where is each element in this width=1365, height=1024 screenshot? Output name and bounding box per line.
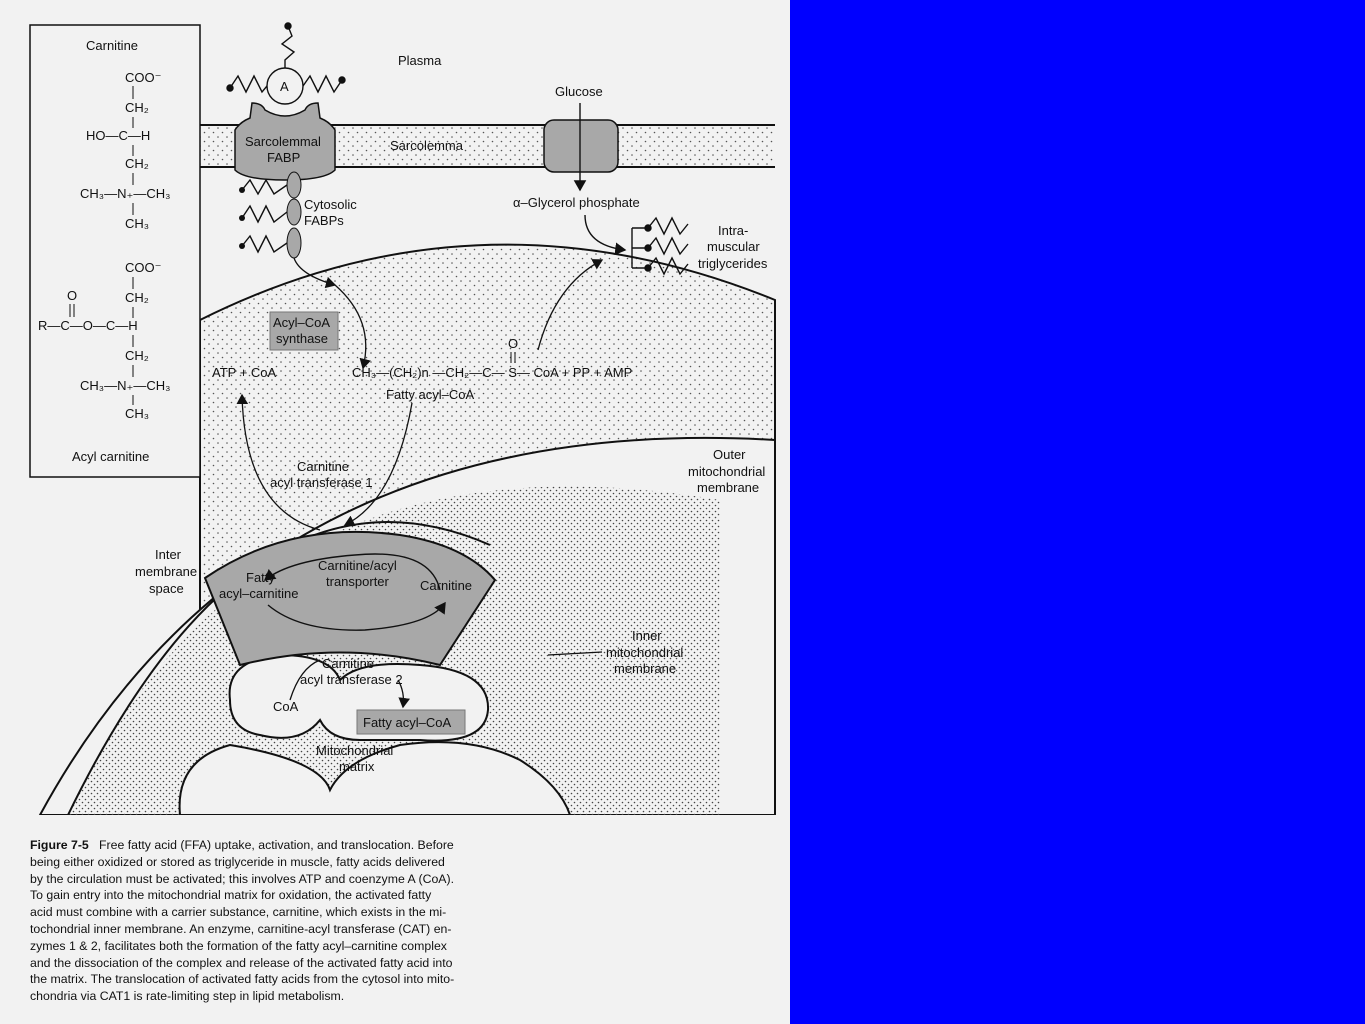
triglyceride-icon (631, 216, 689, 276)
triglycerides-line2: muscular (707, 239, 760, 254)
caption-line-3: To gain entry into the mitochondrial mat… (30, 888, 432, 903)
outer-membrane-line2: mitochondrial (688, 464, 765, 479)
inter-membrane-line2: membrane (135, 564, 197, 579)
acyl-ch2-a: CH₂ (125, 290, 149, 305)
cytosolic-fabps (239, 171, 302, 259)
textbook-page: Carnitine COO⁻ CH₂ HO—C—H CH₂ CH₃—N₊—CH₃… (0, 0, 790, 1024)
matrix-fatty-acyl-coa-label: Fatty acyl–CoA (363, 715, 451, 730)
inter-membrane-line3: space (149, 581, 184, 596)
outer-membrane-line3: membrane (697, 480, 759, 495)
caption-line-8: the matrix. The translocation of activat… (30, 972, 455, 987)
matrix-fatty-acyl-coa-box (356, 709, 466, 735)
acyl-n: CH₃—N₊—CH₃ (80, 378, 170, 393)
carnitine-ch2-a: CH₂ (125, 100, 149, 115)
inner-membrane-line2: mitochondrial (606, 645, 683, 660)
cat2-line2: acyl transferase 2 (300, 672, 403, 687)
sarcolemmal-fabp-line1: Sarcolemmal (245, 134, 321, 149)
caption-line-0: Free fatty acid (FFA) uptake, activation… (99, 838, 454, 852)
sarcolemma-label: Sarcolemma (390, 138, 464, 153)
matrix-line1: Mitochondrial (316, 743, 393, 758)
caption-line-6: zymes 1 & 2, facilitates both the format… (30, 938, 447, 953)
blue-background-panel (790, 0, 1365, 1024)
glucose-transporter (543, 119, 619, 173)
acyl-coo: COO⁻ (125, 260, 161, 275)
caption-line-9: chondria via CAT1 is rate-limiting step … (30, 989, 345, 1004)
sarcolemmal-fabp-line2: FABP (267, 150, 300, 165)
structure-box (29, 24, 201, 478)
outer-membrane-line1: Outer (713, 447, 746, 462)
acyl-carnitine-title: Acyl carnitine (72, 449, 149, 464)
inner-membrane-line1: Inner (632, 628, 662, 643)
cat2-coa-label: CoA (273, 699, 299, 714)
fatty-acyl-coa-reaction: CH₃—(CH₂)n —CH₂—C— S— CoA + PP + AMP (352, 365, 632, 380)
acyl-coa-synthase-line2: synthase (276, 331, 328, 346)
sarcolemmal-fabp (234, 102, 336, 181)
acyl-o: O (67, 288, 77, 303)
caption-line-5: tochondrial inner membrane. An enzyme, c… (30, 921, 452, 936)
carnitine-hoch: HO—C—H (86, 128, 150, 143)
fatty-acyl-carnitine-line1: Fatty (246, 570, 275, 585)
carnitine-coo: COO⁻ (125, 70, 161, 85)
acyl-ch3: CH₃ (125, 406, 149, 421)
inner-membrane-line3: membrane (614, 661, 676, 676)
figure-number: Figure 7-5 (30, 838, 89, 852)
ffa-translocation-diagram: Carnitine COO⁻ CH₂ HO—C—H CH₂ CH₃—N₊—CH₃… (29, 22, 776, 815)
caption-line-1: being either oxidized or stored as trigl… (30, 854, 445, 869)
carnitine-n: CH₃—N₊—CH₃ (80, 186, 170, 201)
cat1-line2: acyl transferase 1 (270, 475, 373, 490)
fatty-acyl-carnitine-line2: acyl–carnitine (219, 586, 299, 601)
triglycerides-line1: Intra- (718, 223, 748, 238)
glucose-label: Glucose (555, 84, 603, 99)
transporter-line1: Carnitine/acyl (318, 558, 397, 573)
fatty-acyl-coa-label: Fatty acyl–CoA (386, 387, 474, 402)
cat2-line1: Carnitine (322, 656, 374, 671)
inter-membrane-line1: Inter (155, 547, 182, 562)
matrix-line2: matrix (339, 759, 375, 774)
cytosolic-fabps-line2: FABPs (304, 213, 344, 228)
reaction-o: O (508, 336, 518, 351)
albumin-label: A (280, 79, 289, 94)
atp-coa-label: ATP + CoA (212, 365, 277, 380)
acyl-coa-synthase-line1: Acyl–CoA (273, 315, 330, 330)
caption-line-7: and the dissociation of the complex and … (30, 955, 453, 970)
mitochondrial-matrix (178, 741, 572, 815)
caption-line-4: acid must combine with a carrier substan… (30, 905, 447, 920)
acyl-coa-synthase (269, 311, 339, 351)
glycerol-phosphate-label: α–Glycerol phosphate (513, 195, 640, 210)
cat1-line1: Carnitine (297, 459, 349, 474)
transporter-line2: transporter (326, 574, 390, 589)
transporter-carnitine-label: Carnitine (420, 578, 472, 593)
acyl-ch2-b: CH₂ (125, 348, 149, 363)
acyl-rcoch: R—C—O—C—H (38, 318, 138, 333)
cytosolic-fabps-line1: Cytosolic (304, 197, 357, 212)
plasma-label: Plasma (398, 53, 442, 68)
caption-line-2: by the circulation must be activated; th… (30, 871, 454, 886)
carnitine-title: Carnitine (86, 38, 138, 53)
figure-caption: Figure 7-5 Free fatty acid (FFA) uptake,… (30, 837, 510, 1005)
triglycerides-line3: triglycerides (698, 256, 768, 271)
albumin-fatty-acids (226, 22, 346, 105)
carnitine-ch3: CH₃ (125, 216, 149, 231)
carnitine-ch2-b: CH₂ (125, 156, 149, 171)
